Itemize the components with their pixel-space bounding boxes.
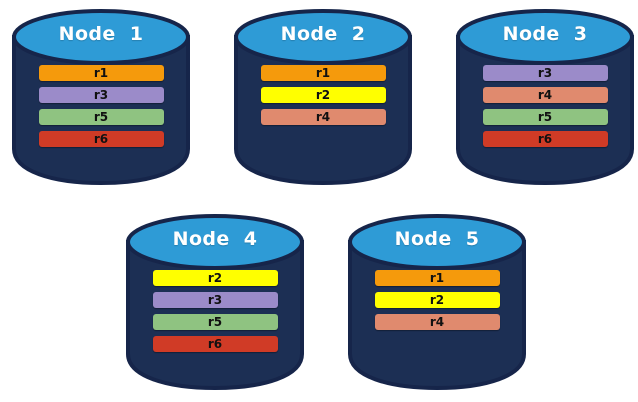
cylinder-top [348, 214, 526, 270]
shard-bar[interactable]: r5 [38, 109, 164, 125]
shard-bar[interactable]: r3 [482, 65, 608, 81]
cylinder-top [234, 9, 412, 65]
shard-list: r1 r3 r5 r6 [8, 65, 194, 153]
cylinder-top [126, 214, 304, 270]
shard-bar[interactable]: r5 [482, 109, 608, 125]
shard-list: r2 r3 r5 r6 [122, 270, 308, 358]
shard-list: r3 r4 r5 r6 [452, 65, 638, 153]
shard-list: r1 r2 r4 [230, 65, 416, 131]
shard-bar[interactable]: r6 [482, 131, 608, 147]
shard-bar[interactable]: r1 [38, 65, 164, 81]
shard-bar[interactable]: r3 [38, 87, 164, 103]
shard-bar[interactable]: r1 [374, 270, 500, 286]
shard-bar[interactable]: r4 [482, 87, 608, 103]
shard-list: r1 r2 r4 [344, 270, 530, 336]
shard-bar[interactable]: r2 [152, 270, 278, 286]
shard-bar[interactable]: r2 [260, 87, 386, 103]
shard-bar[interactable]: r2 [374, 292, 500, 308]
shard-bar[interactable]: r6 [152, 336, 278, 352]
shard-bar[interactable]: r1 [260, 65, 386, 81]
shard-bar[interactable]: r3 [152, 292, 278, 308]
shard-bar[interactable]: r4 [260, 109, 386, 125]
shard-bar[interactable]: r5 [152, 314, 278, 330]
shard-bar[interactable]: r6 [38, 131, 164, 147]
cylinder-top [12, 9, 190, 65]
cylinder-top [456, 9, 634, 65]
shard-bar[interactable]: r4 [374, 314, 500, 330]
